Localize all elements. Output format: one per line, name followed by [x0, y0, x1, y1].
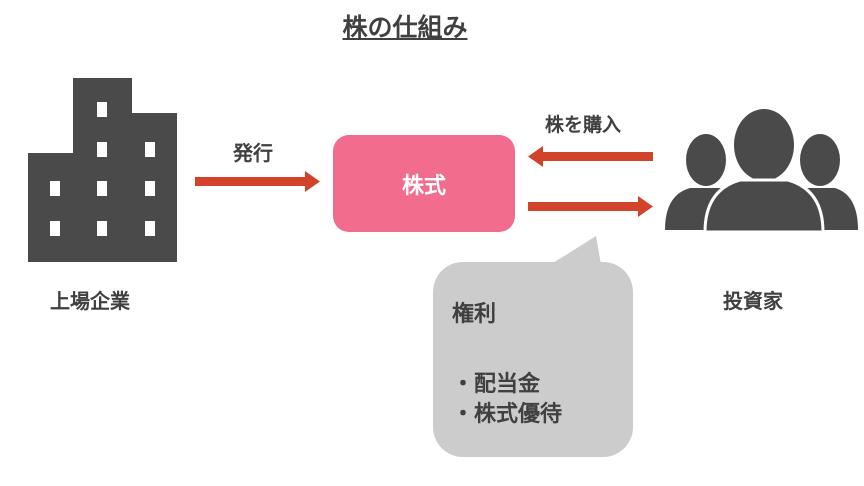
investor-label: 投資家: [723, 289, 783, 313]
people-icon: [665, 109, 858, 234]
purchase-label: 株を購入: [545, 114, 622, 136]
rights-item: ・株式優待: [452, 402, 563, 427]
bubble-tail: [550, 236, 602, 270]
issue-label: 発行: [233, 141, 273, 165]
company-label: 上場企業: [50, 289, 130, 313]
stock-label: 株式: [401, 173, 446, 199]
rights-item: ・配当金: [452, 372, 541, 397]
diagram-title: 株の仕組み: [342, 13, 468, 42]
return-arrow: [528, 196, 653, 217]
building-icon: [28, 78, 177, 262]
issue-arrow: [195, 171, 320, 192]
purchase-arrow: [528, 146, 653, 167]
stock-box: 株式: [333, 135, 515, 232]
rights-heading: 権利: [452, 302, 497, 327]
rights-bubble: [433, 262, 633, 457]
